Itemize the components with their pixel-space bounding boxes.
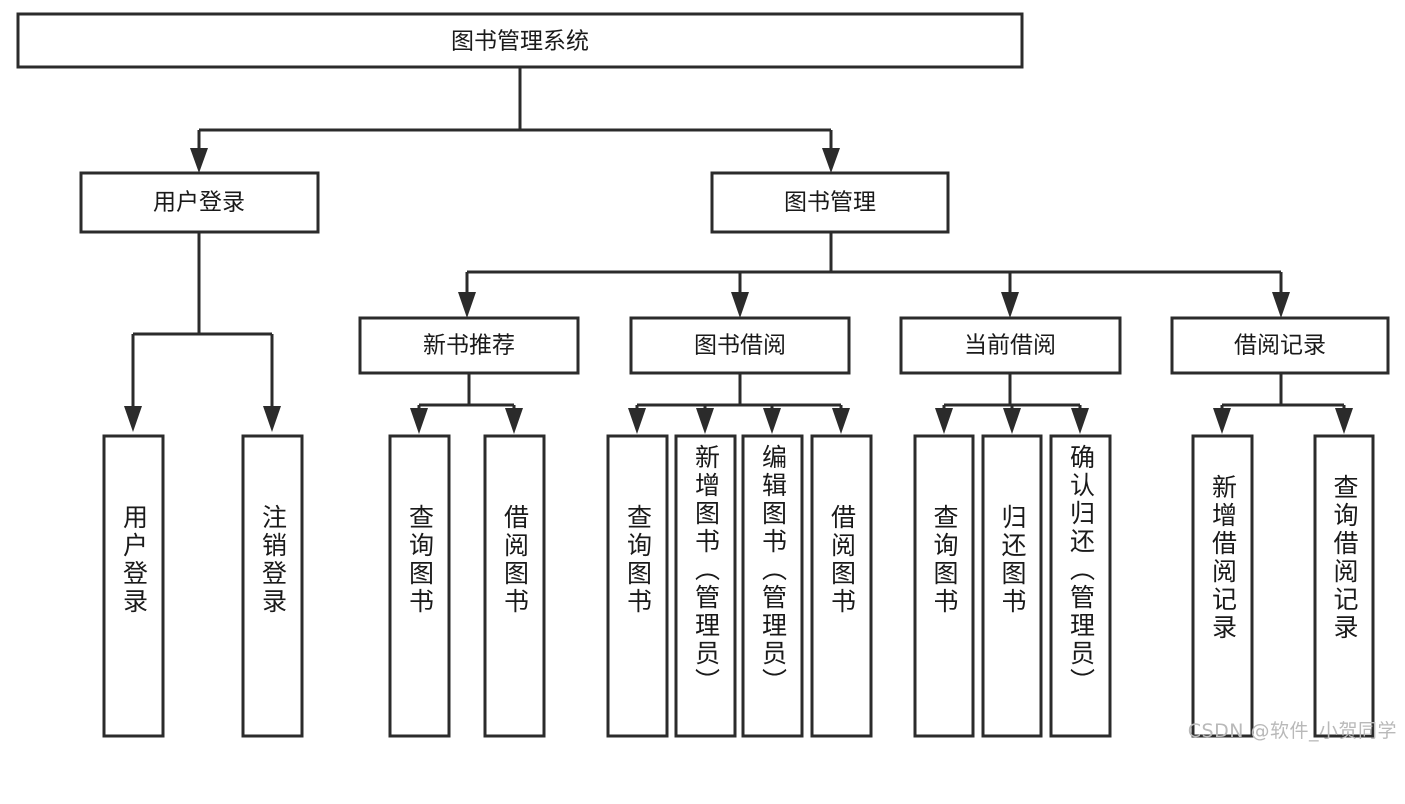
node-new-book-recommend-label: 新书推荐 xyxy=(423,333,515,359)
leaf-boxes-new-book-recommend xyxy=(388,434,546,738)
leaf-boxes-borrow-record xyxy=(1191,434,1375,738)
diagram-canvas: 图书管理系统 用户登录 图书管理 新书推荐 图书借阅 当前借阅 借阅记录 xyxy=(16,12,1397,742)
leaf-box-bb-2[interactable] xyxy=(674,434,737,738)
connector-group-new-book-recommend xyxy=(410,373,523,434)
arrow-head-leaf-bb-3 xyxy=(763,408,781,434)
node-current-borrow-label: 当前借阅 xyxy=(964,333,1056,359)
leaf-box-br-1[interactable] xyxy=(1191,434,1254,738)
arrow-head-leaf-nbr-2 xyxy=(505,408,523,434)
leaf-box-bb-3[interactable] xyxy=(741,434,804,738)
arrow-head-book-borrow xyxy=(731,292,749,318)
node-new-book-recommend-box[interactable] xyxy=(358,316,580,375)
arrow-head-leaf-cb-2 xyxy=(1003,408,1021,434)
arrow-head-leaf-br-2 xyxy=(1335,408,1353,434)
node-book-manage-box[interactable] xyxy=(710,171,950,234)
node-book-borrow[interactable]: 图书借阅 xyxy=(629,316,851,375)
node-user-login-label: 用户登录 xyxy=(153,190,245,216)
arrow-head-current-borrow xyxy=(1001,292,1019,318)
node-current-borrow[interactable]: 当前借阅 xyxy=(899,316,1122,375)
arrow-head-borrow-record xyxy=(1272,292,1290,318)
arrow-head-leaf-nbr-1 xyxy=(410,408,428,434)
node-book-manage-label: 图书管理 xyxy=(784,190,876,216)
leaf-box-bb-4[interactable] xyxy=(810,434,873,738)
node-book-borrow-box[interactable] xyxy=(629,316,851,375)
arrow-head-new-book-recommend xyxy=(458,292,476,318)
leaf-box-user-login-1[interactable] xyxy=(102,434,165,738)
node-current-borrow-box[interactable] xyxy=(899,316,1122,375)
node-root-label: 图书管理系统 xyxy=(451,29,589,55)
leaf-box-cb-3[interactable] xyxy=(1049,434,1112,738)
node-book-borrow-label: 图书借阅 xyxy=(694,333,786,359)
connector-group-borrow-record xyxy=(1213,373,1353,434)
node-borrow-record[interactable]: 借阅记录 xyxy=(1170,316,1390,375)
leaf-box-bb-1[interactable] xyxy=(606,434,669,738)
node-book-manage[interactable]: 图书管理 xyxy=(710,171,950,234)
arrow-head-leaf-user-login-2 xyxy=(263,406,281,432)
node-new-book-recommend[interactable]: 新书推荐 xyxy=(358,316,580,375)
arrow-head-leaf-bb-2 xyxy=(696,408,714,434)
arrow-head-user-login xyxy=(190,148,208,173)
connector-group-current-borrow xyxy=(935,373,1089,434)
arrow-head-leaf-cb-3 xyxy=(1071,408,1089,434)
arrow-head-leaf-user-login-1 xyxy=(124,406,142,432)
connector-group-user-login xyxy=(124,232,281,432)
node-borrow-record-label: 借阅记录 xyxy=(1234,333,1326,359)
leaf-box-nbr-1[interactable] xyxy=(388,434,451,738)
arrow-head-leaf-br-1 xyxy=(1213,408,1231,434)
node-user-login-box[interactable] xyxy=(79,171,320,234)
connector-group-book-manage xyxy=(458,232,1290,318)
leaf-box-user-login-2[interactable] xyxy=(241,434,304,738)
arrow-head-leaf-bb-4 xyxy=(832,408,850,434)
node-root-box[interactable] xyxy=(16,12,1024,69)
leaf-box-nbr-2[interactable] xyxy=(483,434,546,738)
node-user-login[interactable]: 用户登录 xyxy=(79,171,320,234)
leaf-boxes-book-borrow xyxy=(606,434,873,738)
leaf-boxes-user-login xyxy=(102,434,304,738)
leaf-box-cb-2[interactable] xyxy=(981,434,1043,738)
leaf-box-cb-1[interactable] xyxy=(913,434,975,738)
arrow-head-leaf-bb-1 xyxy=(628,408,646,434)
leaf-box-br-2[interactable] xyxy=(1313,434,1375,738)
connector-group-book-borrow xyxy=(628,373,850,434)
node-borrow-record-box[interactable] xyxy=(1170,316,1390,375)
arrow-head-book-manage xyxy=(822,148,840,173)
node-root[interactable]: 图书管理系统 xyxy=(16,12,1024,69)
leaf-boxes-current-borrow xyxy=(913,434,1112,738)
connector-group-root xyxy=(190,67,840,173)
flowchart-svg: 图书管理系统 用户登录 图书管理 新书推荐 图书借阅 当前借阅 借阅记录 xyxy=(16,12,1390,738)
arrow-head-leaf-cb-1 xyxy=(935,408,953,434)
